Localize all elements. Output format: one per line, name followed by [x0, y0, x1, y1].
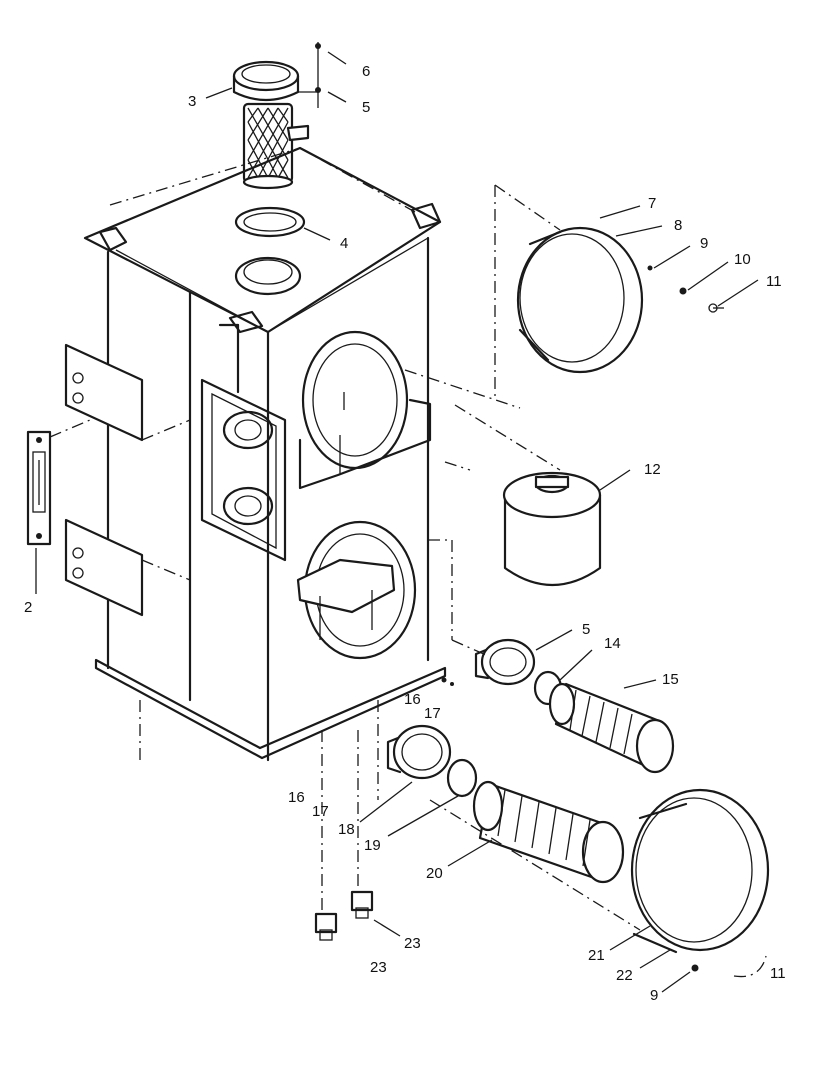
label-17-upper: 17 [424, 705, 441, 722]
strainer-element-20 [472, 780, 625, 884]
label-4: 4 [340, 235, 348, 252]
o-ring-19 [446, 758, 478, 798]
upper-cover-plate [516, 226, 644, 374]
label-18: 18 [338, 821, 355, 838]
part-labels: 2 3 4 5 5 6 7 8 9 9 10 11 11 12 14 15 16… [24, 63, 786, 1004]
drain-plug-right [350, 890, 374, 919]
label-21: 21 [588, 947, 605, 964]
label-8: 8 [674, 217, 682, 234]
mounting-bracket-lower [64, 518, 144, 617]
upper-access-port [298, 330, 432, 490]
breather-filter-element [242, 102, 294, 190]
label-22: 22 [616, 967, 633, 984]
washer-16-17-upper [441, 677, 454, 686]
label-23-left: 23 [370, 959, 387, 976]
breather-bracket [286, 91, 318, 142]
sight-panel [200, 323, 287, 562]
label-3: 3 [188, 93, 196, 110]
label-10: 10 [734, 251, 751, 268]
strainer-element-15 [548, 682, 675, 774]
label-7: 7 [648, 195, 656, 212]
strainer-fitting-18 [386, 724, 452, 780]
label-15: 15 [662, 671, 679, 688]
label-16-lower: 16 [288, 789, 305, 806]
breather-cap [232, 60, 300, 102]
filter-element-12 [502, 471, 602, 586]
label-16-upper: 16 [404, 691, 421, 708]
gasket-4 [234, 206, 306, 238]
label-11-lower: 11 [770, 965, 786, 982]
strainer-fitting-13 [474, 638, 536, 686]
screw-6 [315, 42, 321, 108]
label-17-lower: 17 [312, 803, 329, 820]
center-lines [109, 147, 641, 931]
upper-cover-bolts [647, 265, 724, 313]
label-5-lower: 5 [582, 621, 590, 638]
label-2: 2 [24, 599, 32, 616]
label-9-lower: 9 [650, 987, 658, 1004]
drain-plug-left [314, 912, 338, 941]
washer-5 [315, 87, 321, 93]
label-19: 19 [364, 837, 381, 854]
lower-cover-bolts [691, 955, 767, 978]
label-23-right: 23 [404, 935, 421, 952]
label-11-upper: 11 [766, 273, 782, 290]
label-20: 20 [426, 865, 443, 882]
label-6: 6 [362, 63, 370, 80]
label-14: 14 [604, 635, 621, 652]
lower-cover-plate [630, 788, 770, 954]
label-9-upper: 9 [700, 235, 708, 252]
lower-access-port [296, 520, 417, 660]
label-5-upper: 5 [362, 99, 370, 116]
level-gauge [26, 419, 91, 546]
leader-lines [35, 51, 759, 993]
label-12: 12 [644, 461, 661, 478]
